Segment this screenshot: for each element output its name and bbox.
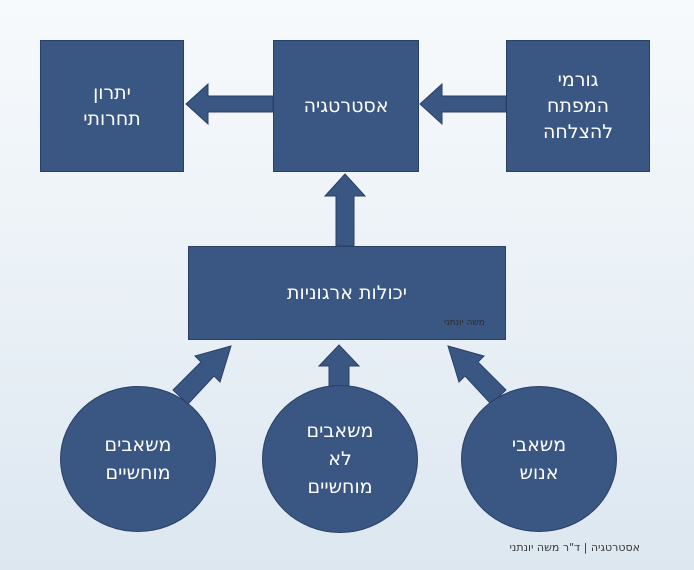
node-key-success-factors-label: גורמי המפתח להצלחה [542,69,614,143]
arrow-tangible-to-capabilities [172,345,232,405]
node-intangible-resources-label: משאבים לא מוחשיים [306,420,374,498]
node-organizational-capabilities: יכולות ארגוניות [188,246,506,340]
node-organizational-capabilities-label: יכולות ארגוניות [287,282,407,304]
node-key-success-factors: גורמי המפתח להצלחה [506,40,650,172]
node-strategy-label: אסטרטגיה [303,95,389,117]
node-competitive-advantage: יתרון תחרותי [40,40,184,172]
node-competitive-advantage-label: יתרון תחרותי [83,82,141,130]
node-tangible-resources-label: משאבים מוחשיים [104,434,172,484]
arrow-ksf-to-strategy [419,82,507,126]
arrow-human-to-capabilities [447,345,507,405]
arrow-capabilities-to-strategy [323,173,367,247]
node-tangible-resources: משאבים מוחשיים [60,386,216,532]
node-intangible-resources: משאבים לא מוחשיים [262,385,418,533]
node-strategy: אסטרטגיה [273,40,419,172]
arrow-intangible-to-capabilities [317,344,361,387]
footer-text: אסטרטגיה | ד"ר משה יונתני [509,541,640,554]
node-human-resources: משאבי אנוש [461,386,617,532]
node-human-resources-label: משאבי אנוש [511,434,567,484]
watermark-text: משה יונתני [444,318,485,328]
arrow-strategy-to-advantage [185,82,274,126]
